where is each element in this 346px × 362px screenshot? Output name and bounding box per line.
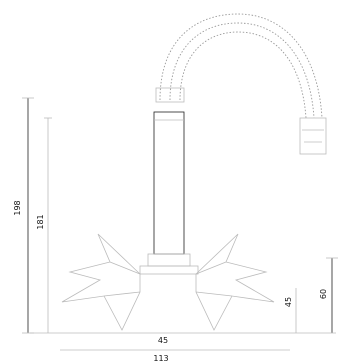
left-handle: [61, 233, 141, 331]
overall-width-label: 113: [153, 354, 168, 362]
overall-height-dimension: [22, 97, 34, 334]
handle-height-dimension: [326, 257, 338, 333]
body-height-dimension: [44, 117, 52, 333]
handle-height-label: 60: [319, 289, 328, 299]
spout: [155, 13, 327, 155]
body-height-label: 181: [36, 214, 45, 229]
base-width-label: 45: [158, 336, 168, 345]
faucet-body: [139, 111, 199, 275]
right-handle: [195, 233, 275, 331]
handle-offset-label: 45: [284, 297, 293, 307]
overall-height-label: 198: [13, 200, 22, 215]
